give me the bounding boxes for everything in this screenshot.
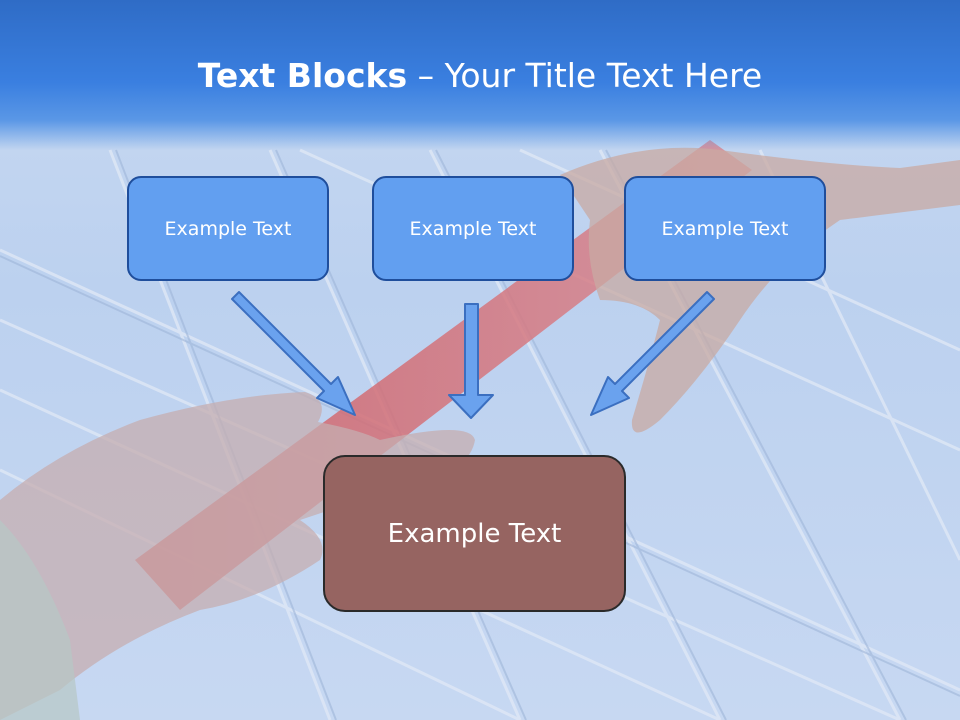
arrow-left-icon <box>231 291 356 416</box>
title-separator: – <box>407 56 445 95</box>
text-block-2[interactable]: Example Text <box>372 176 574 281</box>
title-rest: Your Title Text Here <box>444 56 763 95</box>
sleeve <box>0 520 80 720</box>
arrow-center-icon <box>448 303 494 419</box>
slide-title: Text Blocks – Your Title Text Here <box>0 52 960 100</box>
arrow-right-icon <box>590 291 715 416</box>
text-block-1[interactable]: Example Text <box>127 176 329 281</box>
title-bar <box>0 0 960 150</box>
text-block-3[interactable]: Example Text <box>624 176 826 281</box>
title-bold: Text Blocks <box>197 56 408 95</box>
target-block[interactable]: Example Text <box>323 455 626 612</box>
